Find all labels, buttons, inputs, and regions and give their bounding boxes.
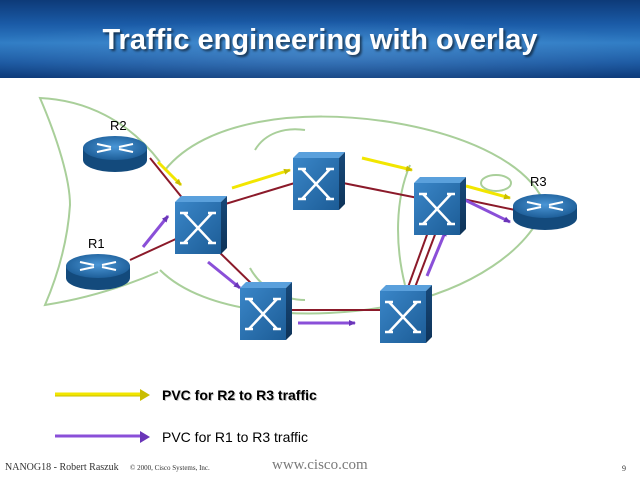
router-r2: [83, 136, 147, 172]
pvc-r1-r3-seg1: [141, 215, 170, 248]
link-sw3-sw5-a: [406, 231, 429, 291]
pvc-r1-r3-seg5: [464, 198, 511, 224]
pvc-r2-r3-seg1: [156, 160, 183, 187]
atm-switch-5: [380, 285, 432, 343]
legend-r1-r3-label: PVC for R1 to R3 traffic: [162, 429, 309, 445]
pvc-r1-r3-arrows: [141, 198, 511, 326]
pvc-r2-r3-arrows: [156, 156, 511, 200]
router-r1-label: R1: [88, 236, 105, 251]
links: [129, 157, 516, 311]
fish-tail: [38, 96, 161, 307]
footer-website: www.cisco.com: [272, 457, 368, 473]
fish-fin-top: [254, 128, 306, 151]
slide-title: Traffic engineering with overlay: [102, 24, 538, 56]
router-r3: [513, 194, 577, 230]
page-number: 9: [622, 464, 626, 473]
pvc-r2-r3-seg2: [231, 168, 291, 190]
fish-gill: [397, 164, 411, 286]
atm-switch-2: [293, 152, 345, 210]
router-r2-label: R2: [110, 118, 127, 133]
atm-switch-4: [240, 282, 292, 340]
atm-switch-3: [414, 177, 466, 235]
link-sw3-sw5-b: [413, 231, 437, 291]
pvc-r2-r3-seg4: [465, 184, 511, 200]
router-r3-label: R3: [530, 174, 547, 189]
link-sw1-sw2: [221, 181, 299, 206]
footer-copyright: © 2000, Cisco Systems, Inc.: [130, 464, 210, 472]
footer-presenter: NANOG18 - Robert Raszuk: [5, 462, 119, 473]
atm-switch-1: [175, 196, 227, 254]
legend-r2-r3-label: PVC for R2 to R3 traffic: [162, 387, 317, 403]
router-r1: [66, 254, 130, 290]
link-sw2-sw3: [337, 181, 419, 199]
link-sw1-sw4: [214, 247, 256, 288]
pvc-r1-r3-seg4: [425, 229, 448, 277]
title-bar-highlight: [0, 20, 640, 78]
link-r1-sw1: [129, 237, 179, 261]
legend-arrow-r1-r3: [55, 431, 150, 443]
pvc-r2-r3-seg3: [361, 156, 413, 172]
pvc-r1-r3-seg2: [207, 260, 241, 290]
fish-eye: [480, 174, 512, 192]
title-bar: Traffic engineering with overlay: [0, 0, 640, 78]
legend-arrow-r2-r3: [55, 389, 150, 401]
